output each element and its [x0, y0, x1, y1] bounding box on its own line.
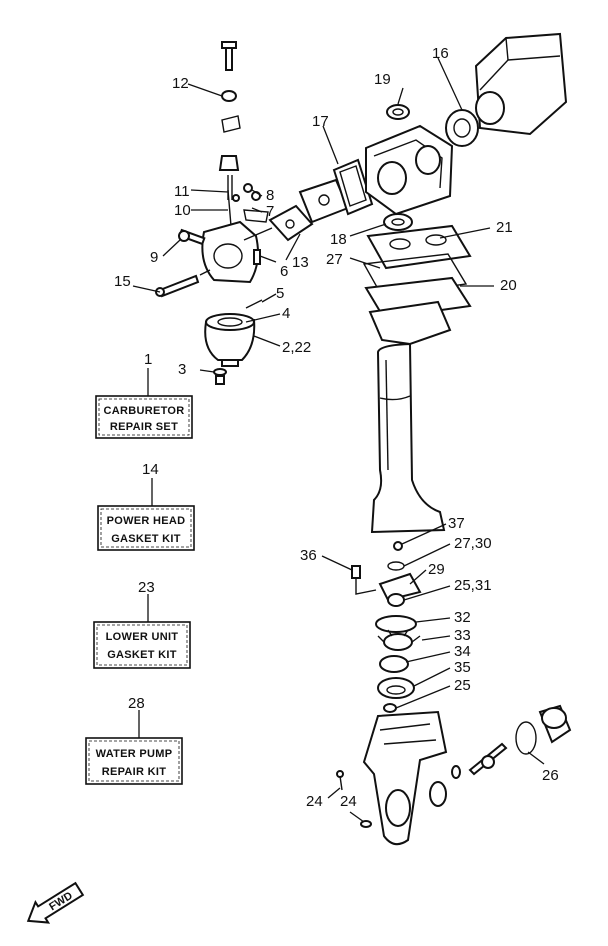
kit-lower-unit-line2: GASKET KIT — [107, 649, 177, 661]
callout-6: 6 — [280, 263, 288, 280]
drive-shaft-housing — [362, 224, 472, 534]
callout-5: 5 — [276, 285, 284, 302]
callout-33: 33 — [454, 627, 471, 644]
callout-16: 16 — [432, 45, 449, 62]
callout-28: 28 — [128, 695, 145, 712]
callout-24-b: 24 — [340, 793, 357, 810]
callout-20: 20 — [500, 277, 517, 294]
kit-power-head-line1: POWER HEAD — [107, 515, 186, 527]
kit-carburetor-line1: CARBURETOR — [103, 405, 184, 417]
callout-24-a: 24 — [306, 793, 323, 810]
callout-34: 34 — [454, 643, 471, 660]
callout-8: 8 — [266, 187, 274, 204]
callout-29: 29 — [428, 561, 445, 578]
callout-35: 35 — [454, 659, 471, 676]
kit-water-pump-line2: REPAIR KIT — [102, 766, 167, 778]
carburetor-assembly — [155, 41, 350, 385]
callout-2-22: 2,22 — [282, 339, 311, 356]
forward-arrow-icon: FWD — [26, 881, 85, 924]
callout-19: 19 — [374, 71, 391, 88]
callout-27-30: 27,30 — [454, 535, 492, 552]
callout-15: 15 — [114, 273, 131, 290]
callout-21: 21 — [496, 219, 513, 236]
callout-27: 27 — [326, 251, 343, 268]
callout-9: 9 — [150, 249, 158, 266]
callout-17: 17 — [312, 113, 329, 130]
callout-1: 1 — [144, 351, 152, 368]
kit-box-carburetor: CARBURETOR REPAIR SET — [95, 395, 193, 439]
kit-power-head-line2: GASKET KIT — [111, 533, 181, 545]
kit-water-pump-line1: WATER PUMP — [96, 748, 173, 760]
callout-numbers: 12 11 10 9 15 8 7 6 13 5 4 2,22 3 17 19 … — [114, 45, 559, 810]
callout-25: 25 — [454, 677, 471, 694]
callout-7: 7 — [266, 203, 274, 220]
lower-unit-assembly — [336, 704, 572, 846]
kit-carburetor-line2: REPAIR SET — [110, 421, 178, 433]
callout-12: 12 — [172, 75, 189, 92]
leader-lines — [132, 57, 545, 823]
callout-37: 37 — [448, 515, 465, 532]
callout-13: 13 — [292, 254, 309, 271]
kit-box-water-pump: WATER PUMP REPAIR KIT — [85, 737, 183, 785]
power-head-assembly — [332, 32, 568, 231]
callout-14: 14 — [142, 461, 159, 478]
kit-box-lower-unit: LOWER UNIT GASKET KIT — [93, 621, 191, 669]
callout-25-31: 25,31 — [454, 577, 492, 594]
callout-36: 36 — [300, 547, 317, 564]
callout-18: 18 — [330, 231, 347, 248]
callout-10: 10 — [174, 202, 191, 219]
callout-3: 3 — [178, 361, 186, 378]
kit-box-power-head: POWER HEAD GASKET KIT — [97, 505, 195, 551]
water-pump-assembly — [351, 541, 422, 713]
callout-11: 11 — [174, 183, 190, 200]
kit-lower-unit-line1: LOWER UNIT — [106, 631, 179, 643]
callout-4: 4 — [282, 305, 290, 322]
callout-26: 26 — [542, 767, 559, 784]
callout-23: 23 — [138, 579, 155, 596]
callout-32: 32 — [454, 609, 471, 626]
